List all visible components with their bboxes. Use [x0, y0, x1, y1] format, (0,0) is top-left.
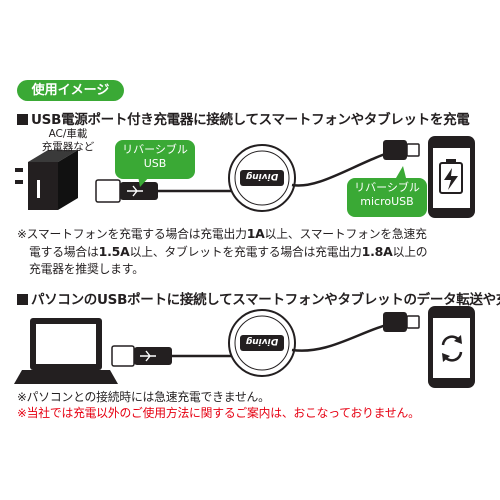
note-text: 以上の: [392, 245, 428, 259]
reversible-usb-bubble: リバーシブル USB: [115, 140, 195, 179]
smartphone-charging-icon: [428, 136, 475, 218]
note-bold: 1A: [246, 226, 265, 241]
section2-note2: ※当社では充電以外のご使用方法に関するご案内は、おこなっておりません。: [17, 406, 420, 420]
square-bullet-icon: [17, 294, 28, 305]
note-bold: 1.8A: [361, 244, 393, 259]
reel-brand-label: Diving: [245, 336, 279, 346]
section2-heading-text: パソコンのUSBポートに接続してスマートフォンやタブレットのデータ転送や充電: [31, 292, 500, 308]
note-text: 以上、タブレットを充電する場合は充電出力: [129, 245, 362, 259]
bubble-right-line1: リバーシブル: [354, 181, 420, 194]
usb-plug-left-icon: [95, 179, 158, 203]
bubble-right-line2: microUSB: [360, 195, 414, 208]
reversible-microusb-bubble: リバーシブル microUSB: [347, 178, 427, 217]
section1-heading-text: USB電源ポート付き充電器に接続してスマートフォンやタブレットを充電: [31, 112, 470, 128]
microusb-plug-icon: [383, 140, 420, 160]
usage-image-pill: 使用イメージ: [17, 80, 124, 101]
note-bold: 1.5A: [98, 244, 130, 259]
note-text: 充電器を推奨します。: [29, 262, 144, 276]
section2-note1: ※パソコンとの接続時には急速充電できません。: [17, 390, 270, 404]
note-text: 以上、スマートフォンを急速充: [264, 227, 427, 241]
charger-label-line1: AC/車載: [48, 128, 88, 140]
ac-charger-icon: [15, 150, 78, 210]
note-text: ※スマートフォンを充電する場合は充電出力: [17, 227, 247, 241]
square-bullet-icon: [17, 114, 28, 125]
note-text: 電する場合は: [29, 245, 99, 259]
charger-label-line2: 充電器など: [41, 141, 95, 153]
laptop-icon: [14, 318, 118, 384]
section1-note: ※スマートフォンを充電する場合は充電出力1A以上、スマートフォンを急速充 電する…: [17, 225, 487, 278]
cable-reel-icon: [228, 144, 296, 212]
cable-reel-icon: [228, 309, 296, 377]
section1-heading: USB電源ポート付き充電器に接続してスマートフォンやタブレットを充電: [17, 108, 470, 128]
section2-heading: パソコンのUSBポートに接続してスマートフォンやタブレットのデータ転送や充電: [17, 288, 500, 308]
usb-plug-icon: [111, 345, 172, 367]
charger-label: AC/車載 充電器など: [28, 128, 108, 154]
bubble-left-line1: リバーシブル: [122, 143, 188, 156]
smartphone-sync-icon: [428, 306, 475, 388]
microusb-plug-icon: [383, 312, 420, 332]
bubble-left-line2: USB: [143, 157, 167, 170]
